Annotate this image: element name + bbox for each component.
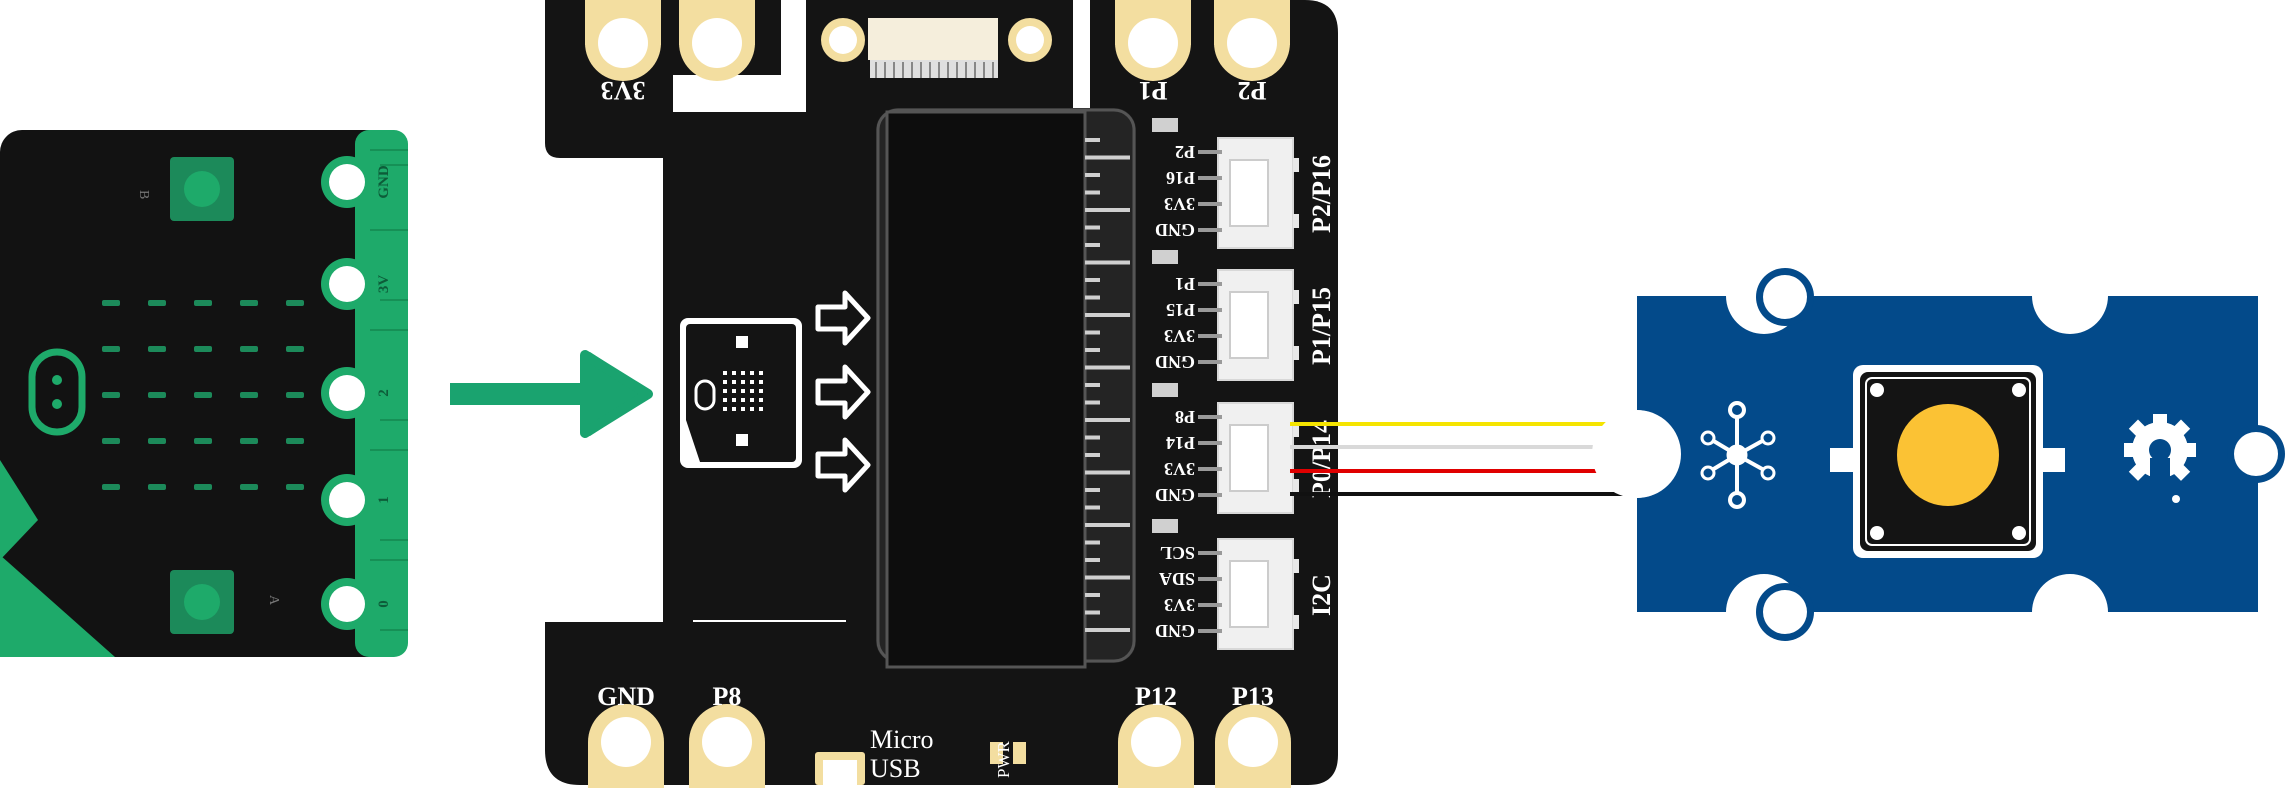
grove-pin-label: GND [1155, 352, 1195, 372]
usb-label-line1: Micro [870, 725, 934, 754]
button-cap [1897, 404, 1999, 506]
led [102, 438, 120, 444]
grove-pin-label: P16 [1166, 168, 1195, 188]
led [240, 484, 258, 490]
led [102, 346, 120, 352]
led [102, 300, 120, 306]
led [148, 438, 166, 444]
led [240, 346, 258, 352]
led [148, 392, 166, 398]
led [286, 300, 304, 306]
usb-label-line2: USB [870, 754, 921, 783]
led [286, 438, 304, 444]
ribbon-connector [821, 18, 1052, 78]
led [148, 484, 166, 490]
pin-label: P12 [1135, 682, 1177, 711]
mounting-holes [1592, 268, 2285, 641]
grove-logo-icon [1700, 401, 1776, 509]
led [148, 346, 166, 352]
top-pad: P2 [1214, 0, 1290, 105]
led [240, 300, 258, 306]
grove-port-name: P2/P16 [1307, 155, 1336, 233]
microbit-pin-label: 2 [376, 389, 392, 397]
pwr-indicator: PWR [990, 741, 1026, 779]
grove-pin-label: GND [1155, 220, 1195, 240]
microbit-pin-label: GND [376, 165, 392, 199]
pwr-label: PWR [994, 741, 1013, 779]
led [194, 392, 212, 398]
grove-pin-label: 3V3 [1164, 194, 1195, 214]
grove-button-module [1592, 268, 2285, 641]
microbit-mini-icon [680, 318, 802, 468]
led [240, 392, 258, 398]
pin-label: P2 [1238, 76, 1267, 105]
button-b-label: B [136, 190, 151, 199]
led [102, 484, 120, 490]
top-pad: 3V3 [585, 0, 661, 105]
microbit-pin-label: 0 [376, 600, 392, 608]
bottom-pin-pads: GND P8 P12 P13 [588, 682, 1291, 788]
grove-pin-label: GND [1155, 485, 1195, 505]
pin-label: P0 [703, 76, 732, 105]
open-hardware-icon [2124, 414, 2196, 503]
bottom-pad: P12 [1118, 682, 1194, 788]
microbit-logo [28, 348, 86, 436]
led-matrix [102, 300, 304, 490]
grove-port-name: P1/P15 [1307, 287, 1336, 365]
pin-label: P13 [1232, 682, 1274, 711]
grove-pin-label: 3V3 [1164, 595, 1195, 615]
led [148, 300, 166, 306]
grove-pin-label: SCL [1160, 543, 1195, 563]
top-pad: P0 [679, 0, 755, 105]
grove-pin-label: 3V3 [1164, 326, 1195, 346]
tactile-push-button [1830, 365, 2065, 558]
grove-pin-label: P2 [1175, 142, 1195, 162]
grove-port-name: P0/P14 [1307, 420, 1336, 498]
insert-arrow-icon [450, 350, 653, 438]
microbit-edge-pins: GND 3V 2 1 0 [321, 156, 392, 630]
top-pin-pads: 3V3 P0 P1 P2 [585, 0, 1290, 105]
grove-pin-label: 3V3 [1164, 459, 1195, 479]
bottom-pad: P13 [1215, 682, 1291, 788]
microbit-board: B A GND 3V 2 1 0 [0, 130, 408, 657]
led [286, 484, 304, 490]
led [240, 438, 258, 444]
led [102, 392, 120, 398]
pin-label: GND [597, 682, 655, 711]
button-a-label: A [266, 595, 281, 606]
grove-pin-label: P15 [1166, 300, 1195, 320]
bottom-pad: GND [588, 682, 664, 788]
led [286, 392, 304, 398]
insert-direction-arrows [815, 290, 871, 493]
led [194, 484, 212, 490]
grove-pin-label: P1 [1175, 274, 1195, 294]
grove-pin-label: SDA [1159, 569, 1195, 589]
led [194, 346, 212, 352]
pin-label: P8 [713, 682, 742, 711]
led [286, 346, 304, 352]
grove-pin-label: P14 [1166, 433, 1195, 453]
top-pad: P1 [1115, 0, 1191, 105]
micro-usb-port [815, 752, 865, 785]
microbit-pin-label: 3V [376, 275, 392, 294]
grove-pin-label: GND [1155, 621, 1195, 641]
grove-port-name: I2C [1307, 574, 1336, 616]
microbit-pin-label: 1 [376, 496, 392, 504]
pin-label: P1 [1139, 76, 1168, 105]
led [194, 300, 212, 306]
pin-label: 3V3 [601, 76, 646, 105]
bottom-pad: P8 [689, 682, 765, 788]
led [194, 438, 212, 444]
grove-pin-label: P8 [1175, 407, 1195, 427]
